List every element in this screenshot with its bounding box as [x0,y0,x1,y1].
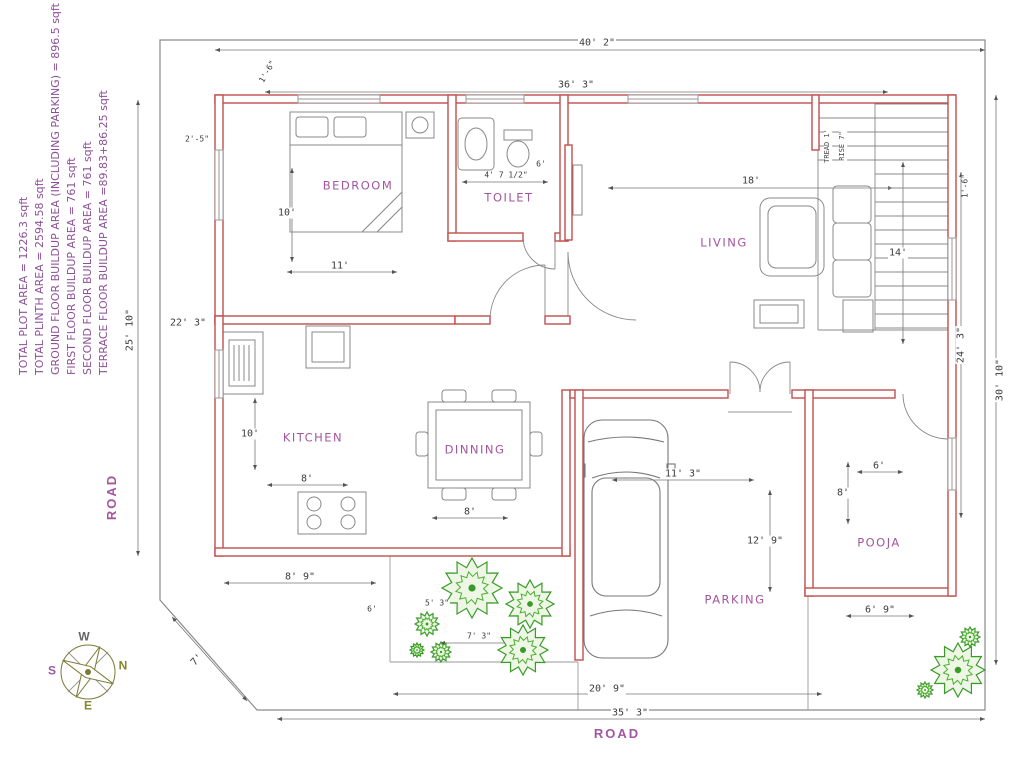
compass-south-label: S [47,663,57,678]
dim-toilet-width: 4' 7 1/2" [483,170,529,181]
room-label-pooja: POOJA [857,535,901,550]
dim-left-section: 22' 3" [168,317,208,329]
dim-garden-a: 6' [366,604,378,615]
dim-pooja-depth: 8' [835,487,851,499]
site-lines [389,411,809,710]
dim-plot-width: 40' 2" [577,37,617,49]
tree-icon [410,643,424,657]
dim-pooja-bottom: 6' 9" [863,604,897,616]
compass-rose-icon [60,644,116,700]
road-label-bottom: ROAD [593,725,641,741]
road-label-left: ROAD [103,473,119,521]
tree-icon [442,558,502,618]
room-label-dinning: DINNING [444,442,506,457]
dim-offset-left: 2'-5" [183,134,211,145]
dim-living-depth: 14' [887,247,909,259]
area-notes: TOTAL PLOT AREA = 1226.3 sqft TOTAL PLIN… [16,3,112,375]
tree-icon [917,682,933,698]
dim-right-inner-height: 24' 3" [955,325,967,365]
dim-garden-left: 8' 9" [283,571,317,583]
dim-living-width: 18' [740,175,762,187]
note-second-floor: SECOND FLOOR BUILDUP AREA = 761 sqft [81,141,94,375]
note-total-plot: TOTAL PLOT AREA = 1226.3 sqft [17,196,30,375]
dim-bottom-overall: 35' 3" [610,707,650,719]
trees [410,558,985,698]
dim-garden-c: 7' 3" [465,631,493,642]
room-label-kitchen: KITCHEN [282,430,344,445]
dim-bottom-inner: 20' 9" [587,683,627,695]
plot-boundary [159,39,986,711]
dim-dinning-width: 8' [462,506,478,518]
room-label-living: LIVING [700,235,748,250]
stair-rise-label: RISE 7" [838,130,847,162]
dim-parking-depth: 12' 9" [745,535,785,547]
room-label-toilet: TOILET [484,190,534,205]
dim-pooja-width: 6' [871,460,887,472]
toilet-fixtures [457,117,533,171]
bed [289,111,435,233]
note-total-plinth: TOTAL PLINTH AREA = 2594.58 sqft [33,178,46,375]
dim-offset-right: 1'-6" [960,172,971,200]
dim-building-width: 36' 3" [556,79,596,91]
room-label-parking: PARKING [704,592,766,607]
doors [489,236,949,440]
dim-garden-b: 5' 3" [423,598,451,609]
windows [214,94,957,491]
dim-bedroom-depth: 10' [276,207,298,219]
stair-tread-label: TREAD 1' [823,128,832,164]
compass-east-label: E [83,698,93,713]
dining-table [415,389,543,501]
tree-icon [431,642,451,662]
dim-toilet-depth: 6' [535,159,547,170]
note-first-floor: FIRST FLOOR BUILDUP AREA = 761 sqft [65,157,78,375]
car [576,419,676,659]
dim-plot-right-height: 30' 10" [994,357,1006,403]
dim-kitchen-depth: 10' [239,428,261,440]
dim-parking-width: 11' 3" [663,468,703,480]
tree-icon [931,643,985,697]
dim-plot-left-height: 25' 10" [124,307,136,353]
tree-icon [506,580,554,628]
tree-icon [498,625,548,675]
tree-icon [960,627,980,647]
tree-icon [415,612,439,636]
note-terrace-floor: TERRACE FLOOR BUILDUP AREA =89.83+86.25 … [97,90,110,375]
dim-kitchen-width: 8' [299,473,315,485]
dim-bedroom-width: 11' [329,260,351,272]
room-label-bedroom: BEDROOM [322,178,394,193]
compass-north-label: N [118,658,128,673]
note-ground-floor: GROUND FLOOR BUILDUP AREA (INCLUDING PAR… [49,3,62,375]
living-furniture [572,164,874,333]
compass-west-label: W [78,629,90,644]
